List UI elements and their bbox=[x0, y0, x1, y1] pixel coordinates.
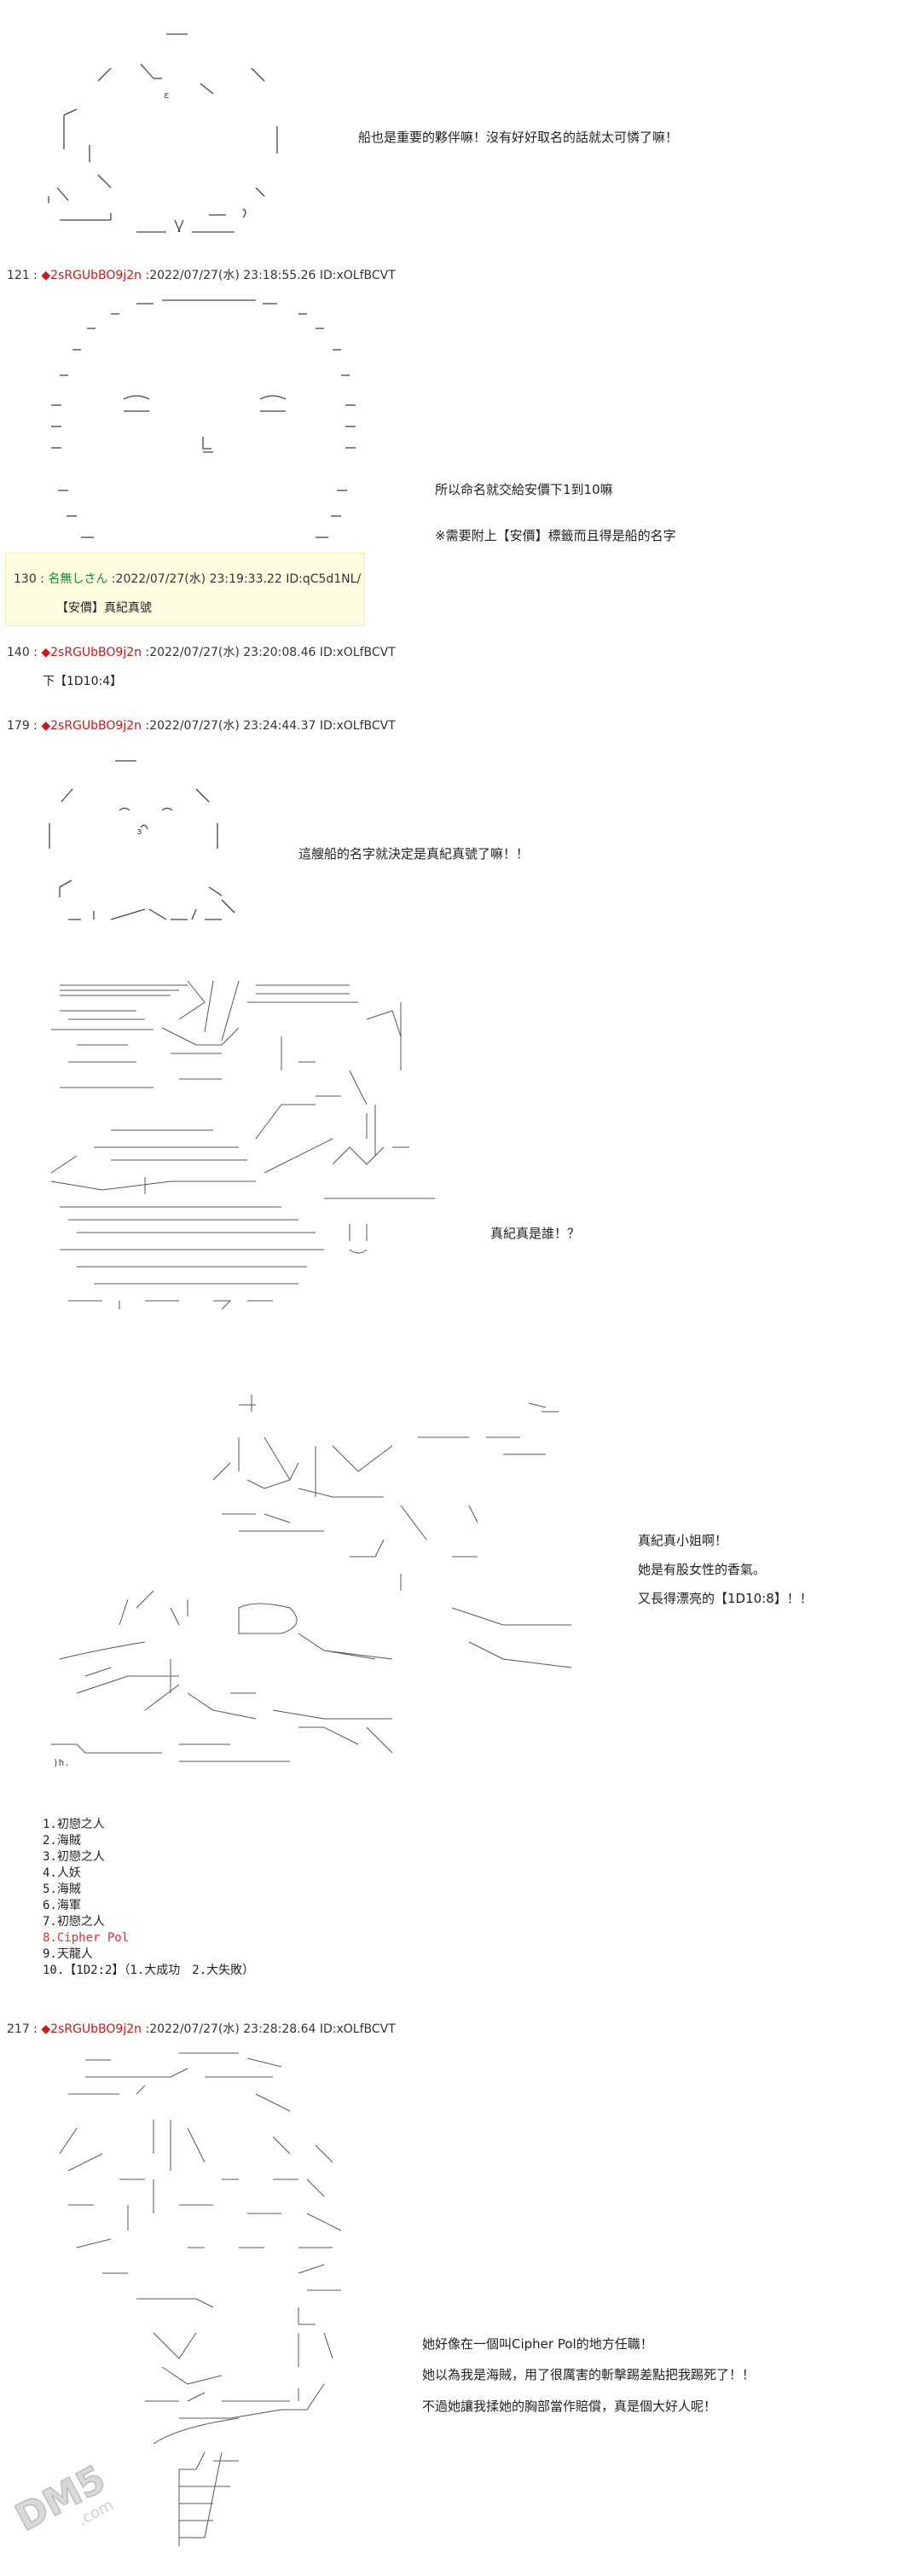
ascii-art-manga-panel bbox=[43, 968, 435, 1343]
options-list: 1.初戀之人 2.海賊 3.初戀之人 4.人妖 5.海賊 6.海軍 7.初戀之人… bbox=[43, 1817, 254, 1979]
diamond-icon: ◆ bbox=[41, 719, 51, 733]
ascii-art-face-1: ε bbox=[38, 17, 311, 247]
list-item: 7.初戀之人 bbox=[43, 1915, 105, 1929]
post-header-217: 217 : ◆2sRGUbBO9j2n :2022/07/27(水) 23:28… bbox=[7, 2022, 396, 2036]
dialog-line: 船也是重要的夥伴嘛！沒有好好取名的話就太可憐了嘛！ bbox=[358, 130, 679, 145]
ascii-art-character-2 bbox=[51, 2043, 409, 2555]
list-item: 2.海賊 bbox=[43, 1834, 81, 1848]
list-item: 5.海賊 bbox=[43, 1883, 81, 1896]
post-body-130: 【安價】真紀真號 bbox=[56, 601, 152, 615]
diamond-icon: ◆ bbox=[41, 2022, 51, 2036]
list-item: 4.人妖 bbox=[43, 1866, 81, 1880]
post-header-140: 140 : ◆2sRGUbBO9j2n :2022/07/27(水) 23:20… bbox=[7, 646, 396, 659]
post-body-140: 下【1D10:4】 bbox=[43, 675, 123, 688]
diamond-icon: ◆ bbox=[41, 646, 51, 659]
post-header-121: 121 : ◆2sRGUbBO9j2n :2022/07/27(水) 23:18… bbox=[7, 269, 396, 282]
svg-text:ε: ε bbox=[164, 90, 170, 101]
ascii-art-face-3: з bbox=[43, 742, 264, 938]
dialog-line: ※需要附上【安價】標籤而且得是船的名字 bbox=[435, 528, 676, 543]
dm5-logo: DM5 .com bbox=[8, 2452, 136, 2555]
dialog-line: 她以為我是海賊，用了很厲害的斬擊踢差點把我踢死了！！ bbox=[422, 2367, 756, 2382]
diamond-icon: ◆ bbox=[41, 269, 51, 282]
quoted-post-130 bbox=[5, 553, 365, 626]
dialog-line: 又長得漂亮的【1D10:8】！！ bbox=[638, 1591, 813, 1606]
dialog-line: 這艘船的名字就決定是真紀真號了嘛！！ bbox=[298, 846, 530, 862]
ascii-art-character-arm: )h. bbox=[43, 1386, 588, 1796]
svg-text:)h.: )h. bbox=[53, 1757, 70, 1768]
post-header-179: 179 : ◆2sRGUbBO9j2n :2022/07/27(水) 23:24… bbox=[7, 719, 396, 733]
dialog-line: 所以命名就交給安價下1到10嘛 bbox=[435, 482, 613, 497]
list-item: 3.初戀之人 bbox=[43, 1850, 105, 1864]
list-item: 9.天龍人 bbox=[43, 1947, 93, 1961]
dialog-line: 真紀真是誰！？ bbox=[490, 1226, 581, 1241]
svg-text:з: з bbox=[136, 826, 142, 837]
post-header-130: 130 : 名無しさん :2022/07/27(水) 23:19:33.22 I… bbox=[14, 572, 362, 586]
dialog-line: 她是有股女性的香氣。 bbox=[638, 1562, 767, 1577]
svg-text:DM5: DM5 bbox=[9, 2457, 113, 2540]
dialog-line: 她好像在一個叫Cipher Pol的地方任職！ bbox=[422, 2336, 653, 2352]
list-item: 8.Cipher Pol bbox=[43, 1931, 130, 1945]
dialog-line: 真紀真小姐啊！ bbox=[638, 1533, 728, 1548]
list-item: 10.【1D2:2】（1.大成功 2.大失敗） bbox=[43, 1964, 255, 1977]
list-item: 6.海軍 bbox=[43, 1899, 81, 1912]
list-item: 1.初戀之人 bbox=[43, 1818, 105, 1831]
dialog-line: 不過她讓我揉她的胸部當作賠償，真是個大好人呢！ bbox=[422, 2399, 717, 2414]
ascii-art-face-2 bbox=[43, 290, 367, 546]
